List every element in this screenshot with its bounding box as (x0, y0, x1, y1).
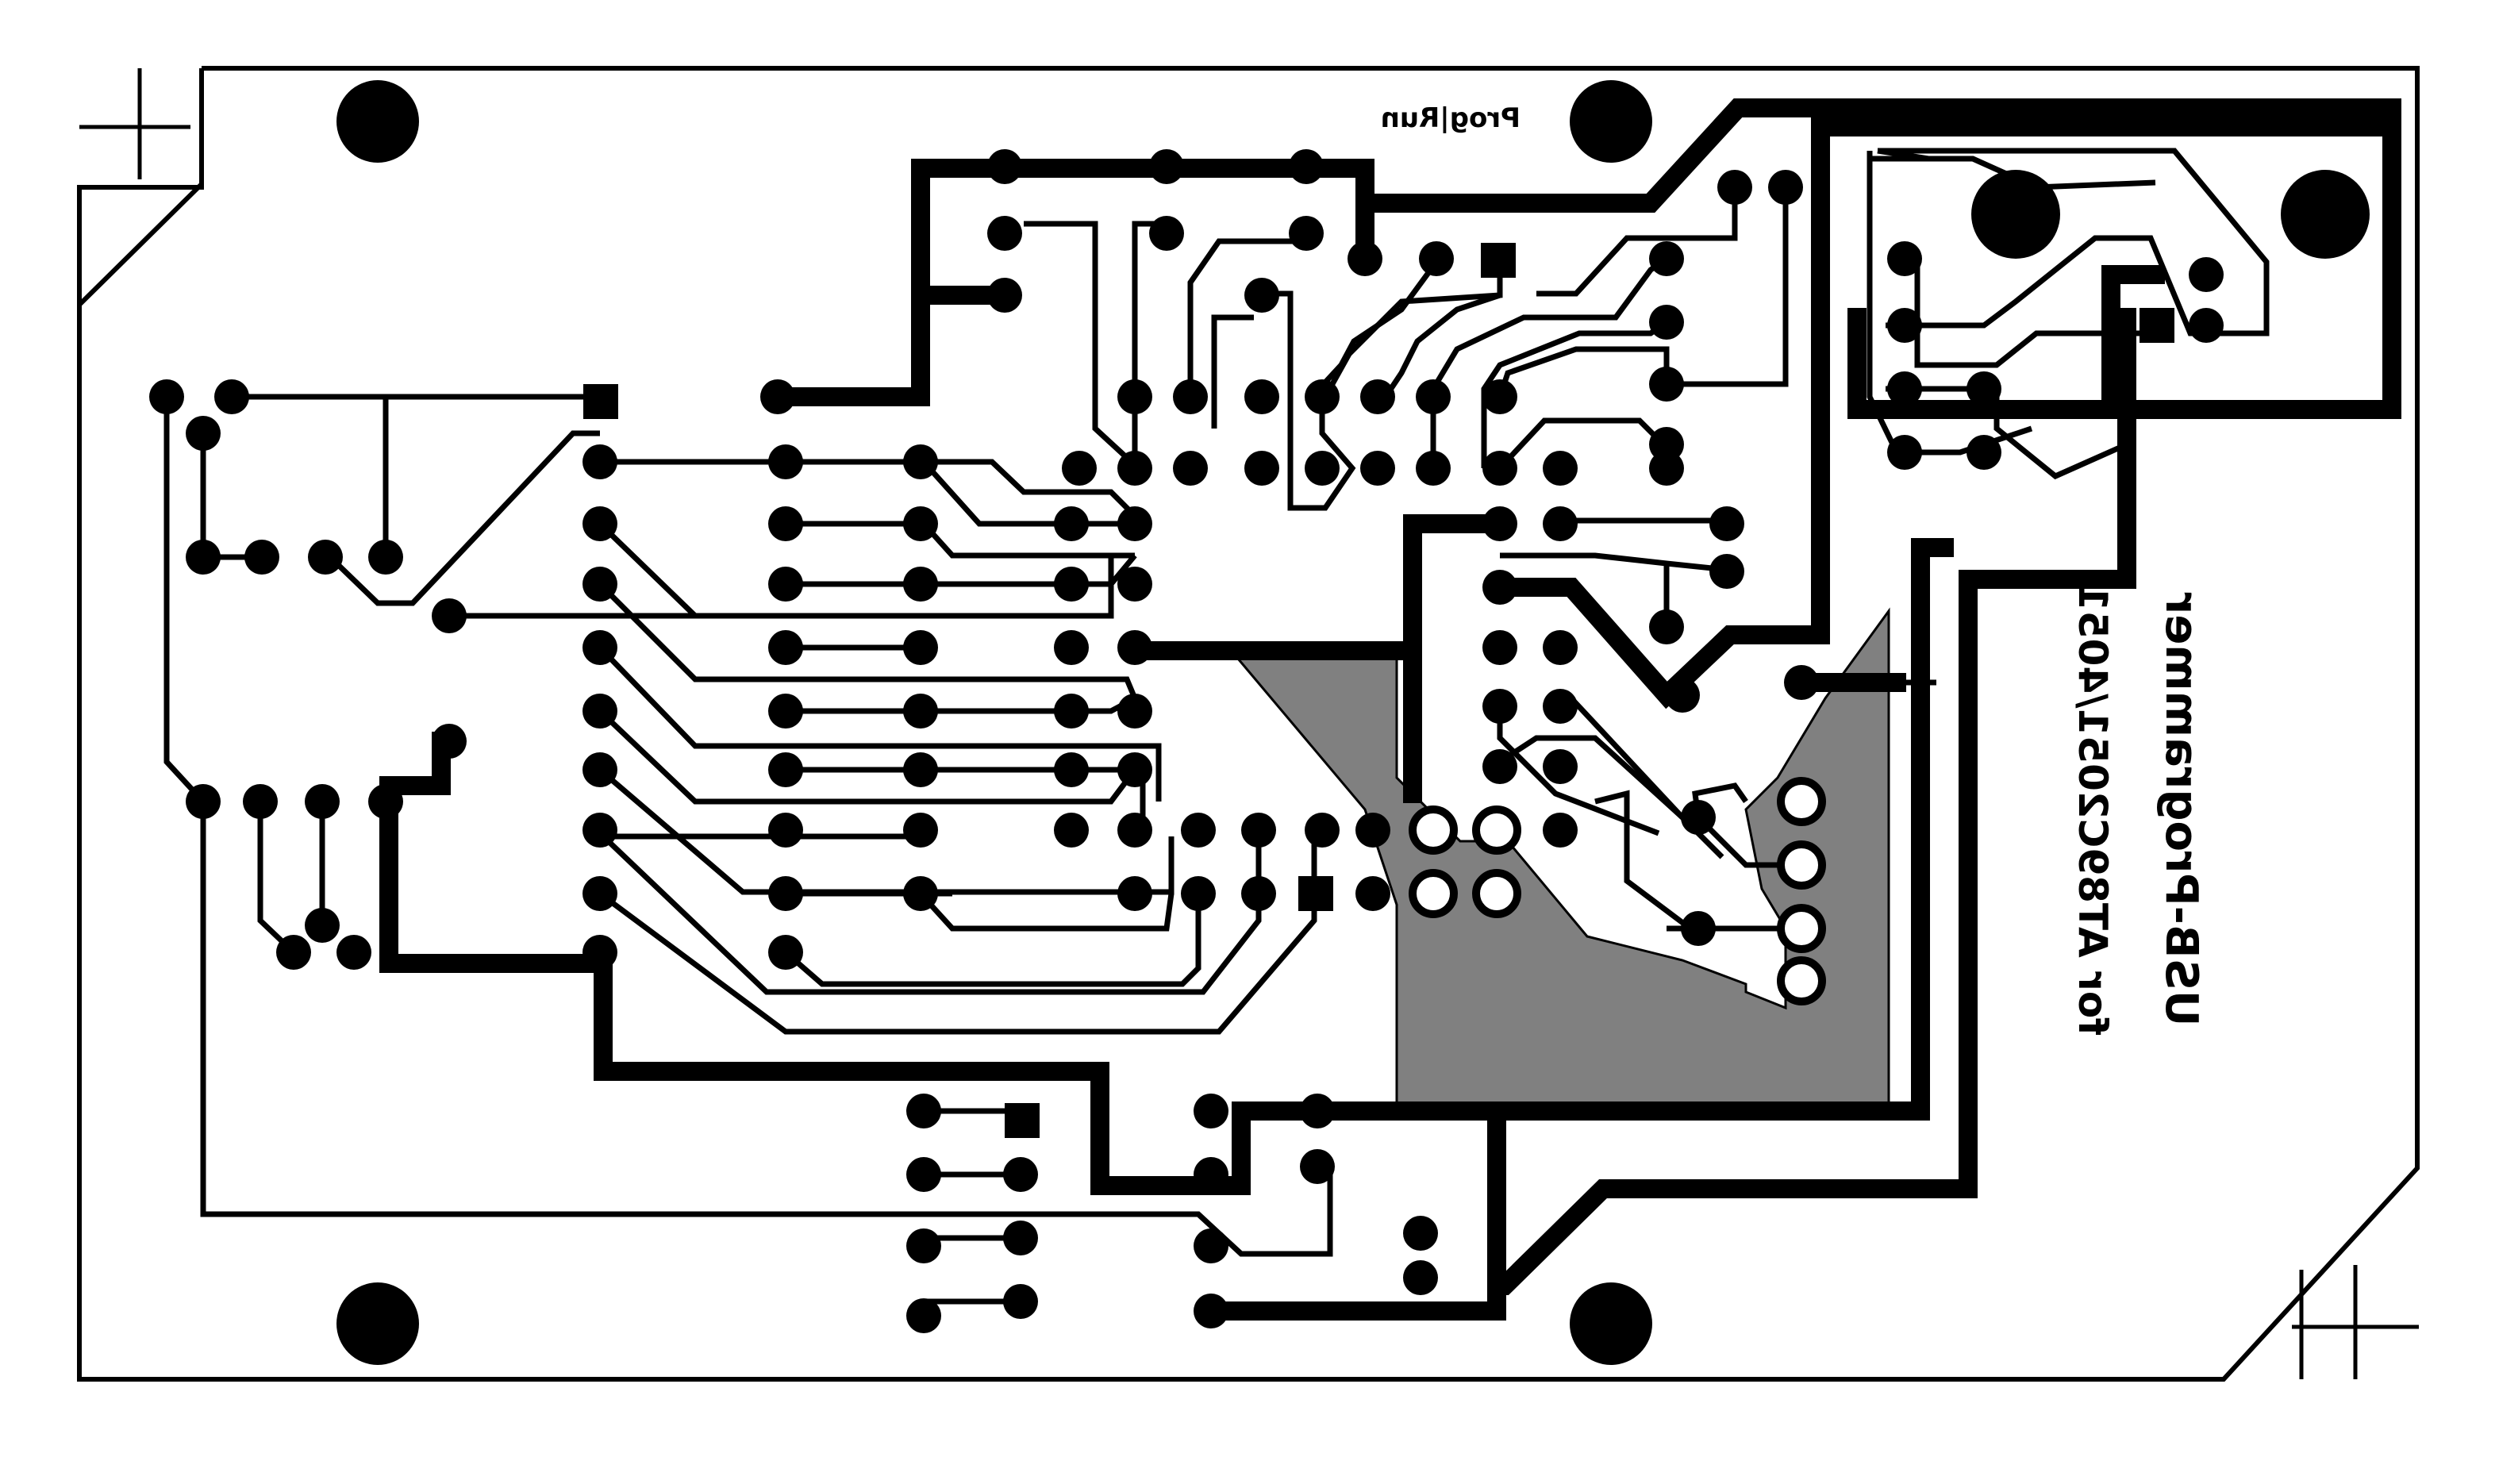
signal-traces (163, 148, 2270, 1316)
board-outline (77, 66, 2420, 1382)
pads (149, 149, 2224, 1333)
mounting-holes (336, 80, 2370, 1365)
silkscreen-labels: Prog|Run USB-Programmer for AT89C2051/40… (1381, 102, 2207, 1036)
board-title: USB-Programmer (2155, 592, 2207, 1026)
board-subtitle: for AT89C2051/4051 (2070, 583, 2116, 1036)
registration-marks (79, 68, 2419, 1379)
thermal-pads (1409, 777, 1826, 1005)
mode-switch-label: Prog|Run (1381, 102, 1521, 134)
